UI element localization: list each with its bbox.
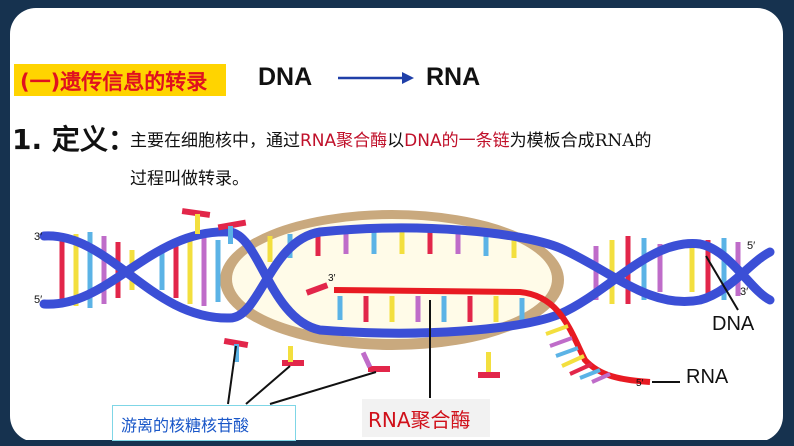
label-right-5prime: 5′ bbox=[747, 240, 755, 252]
callout-polymerase-text: RNA聚合酶 bbox=[368, 404, 471, 433]
label-rna-5prime: 5′ bbox=[636, 378, 643, 389]
callout-nucleotides-text: 游离的核糖核苷酸 bbox=[121, 412, 249, 436]
label-left-5prime: 5′ bbox=[34, 294, 42, 306]
label-dna: DNA bbox=[712, 313, 754, 336]
label-right-3prime: 3′ bbox=[740, 286, 748, 298]
label-rna: RNA bbox=[686, 366, 728, 389]
callout-nucleotides: 游离的核糖核苷酸 bbox=[112, 405, 296, 441]
callout-polymerase: RNA聚合酶 bbox=[362, 399, 490, 437]
label-left-3prime: 3′ bbox=[34, 231, 42, 243]
label-rna-3prime: 3′ bbox=[328, 273, 335, 284]
